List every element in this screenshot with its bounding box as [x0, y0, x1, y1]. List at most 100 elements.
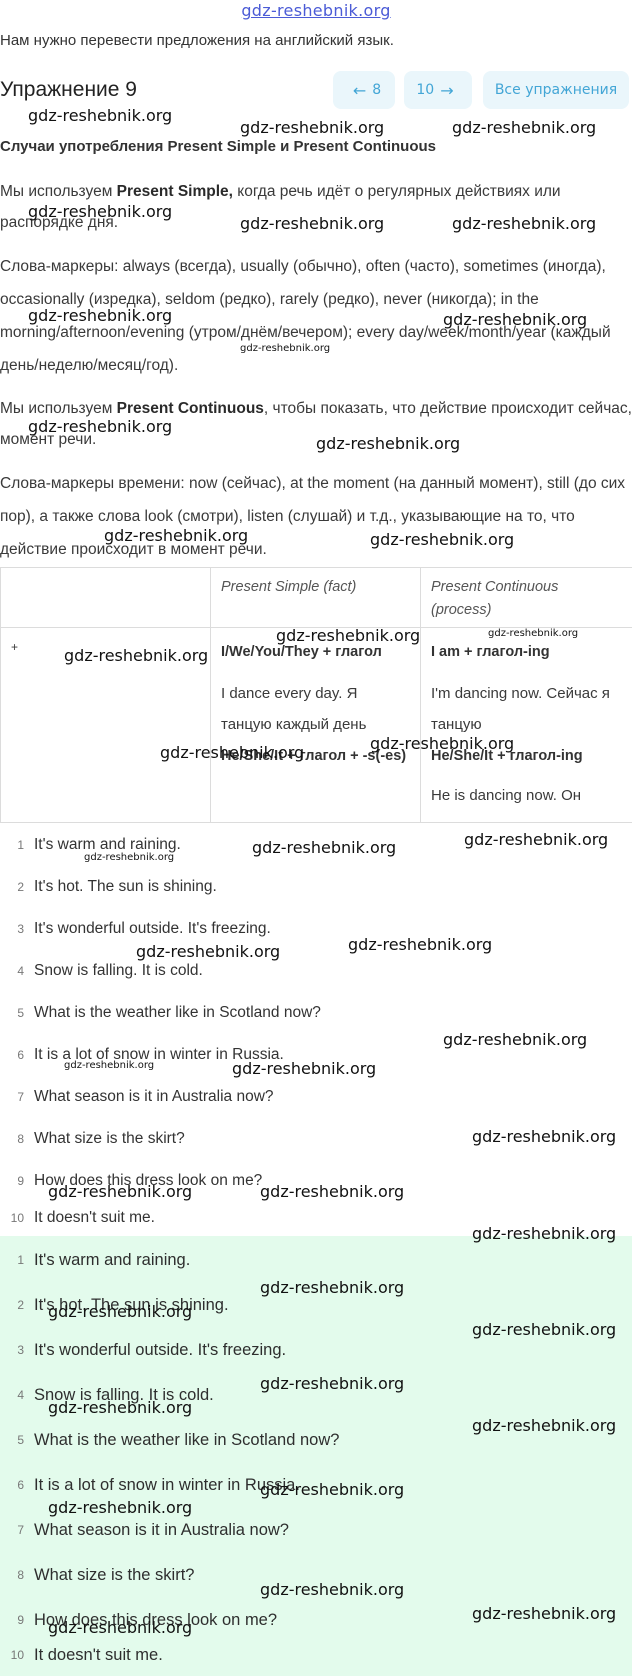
watermark: gdz-reshebnik.org — [452, 118, 597, 137]
answer-text: What season is it in Australia now? — [34, 1520, 289, 1539]
arrow-left-icon: ← — [352, 80, 367, 100]
item-number: 5 — [17, 1006, 24, 1020]
item-number: 1 — [17, 1253, 24, 1267]
sentence-text: It's hot. The sun is shining. — [34, 878, 217, 895]
answer-text: Snow is falling. It is cold. — [34, 1385, 214, 1404]
sentence-text: It's warm and raining. — [34, 836, 181, 853]
item-number: 8 — [17, 1132, 24, 1146]
list-item: 4 Snow is falling. It is cold. — [0, 950, 203, 992]
intro-text: Нам нужно перевести предложения на англи… — [0, 32, 394, 49]
answer-item: 8 What size is the skirt? — [0, 1554, 194, 1596]
table-header-simple: Present Simple (fact) — [210, 567, 421, 628]
list-item: 5 What is the weather like in Scotland no… — [0, 992, 321, 1034]
answer-box: 1 It's warm and raining. 2 It's hot. The s… — [0, 1236, 632, 1676]
all-exercises-label: Все упражнения — [494, 82, 618, 98]
p1-pre: Мы используем — [0, 183, 117, 200]
answer-item: 7 What season is it in Australia now? — [0, 1509, 289, 1551]
answer-item: 2 It's hot. The sun is shining. — [0, 1284, 229, 1326]
item-number: 3 — [17, 1343, 24, 1357]
item-number: 4 — [17, 1388, 24, 1402]
answer-item: 10 It doesn't suit me. — [0, 1634, 163, 1676]
simple-example-1: I dance every day. Я танцую каждый день — [221, 685, 367, 733]
item-number: 7 — [17, 1090, 24, 1104]
sentence-text: What is the weather like in Scotland now… — [34, 1004, 321, 1021]
row-sign: + — [11, 640, 19, 654]
cont-formula-2: He/She/It + глагол-ing — [431, 748, 583, 764]
cont-example-2: He is dancing now. Он — [431, 787, 582, 804]
table-header-row: Present Simple (fact) Present Continuous… — [0, 567, 632, 628]
grammar-table: Present Simple (fact) Present Continuous… — [0, 567, 632, 823]
answer-text: It's wonderful outside. It's freezing. — [34, 1340, 287, 1359]
sentence-text: What season is it in Australia now? — [34, 1088, 274, 1105]
paragraph-present-simple: Мы используем Present Simple, когда речь… — [0, 176, 632, 238]
next-exercise-button[interactable]: 10 → — [404, 71, 472, 109]
item-number: 6 — [17, 1478, 24, 1492]
item-number: 10 — [10, 1648, 24, 1662]
paragraph-present-continuous: Мы используем Present Continuous, чтобы … — [0, 393, 632, 455]
watermark: gdz-reshebnik.org — [443, 1030, 588, 1049]
p3-bold: Present Continuous — [116, 400, 264, 417]
p3-pre: Мы используем — [0, 400, 117, 417]
all-exercises-button[interactable]: Все упражнения — [483, 71, 629, 109]
sentence-text: How does this dress look on me? — [34, 1172, 263, 1189]
item-number: 4 — [17, 964, 24, 978]
cont-formula-1: I am + глагол-ing — [431, 644, 550, 660]
sentence-text: It's wonderful outside. It's freezing. — [34, 920, 271, 937]
watermark: gdz-reshebnik.org — [348, 935, 493, 954]
table-header-continuous: Present Continuous (process) — [420, 567, 632, 628]
list-item: 2 It's hot. The sun is shining. — [0, 866, 217, 908]
watermark: gdz-reshebnik.org — [260, 1182, 405, 1201]
item-number: 9 — [17, 1613, 24, 1627]
answer-text: What size is the skirt? — [34, 1565, 195, 1584]
header-simple-text: Present Simple (fact) — [221, 579, 357, 595]
item-number: 8 — [17, 1568, 24, 1582]
answer-text: It doesn't suit me. — [34, 1645, 163, 1664]
item-number: 10 — [10, 1211, 24, 1225]
answer-text: What is the weather like in Scotland now… — [34, 1430, 340, 1449]
answer-item: 5 What is the weather like in Scotland no… — [0, 1419, 339, 1461]
item-number: 9 — [17, 1174, 24, 1188]
table-cell-simple: I/We/You/They + глагол I dance every day… — [210, 627, 421, 823]
section-heading: Случаи употребления Present Simple и Pre… — [0, 138, 436, 155]
sentence-text: It is a lot of snow in winter in Russia. — [34, 1046, 284, 1063]
answer-text: It's hot. The sun is shining. — [34, 1295, 229, 1314]
watermark: gdz-reshebnik.org — [28, 106, 173, 125]
table-cell-sign: + — [0, 627, 211, 823]
watermark: gdz-reshebnik.org — [252, 838, 397, 857]
table-header-empty — [0, 567, 211, 628]
item-number: 2 — [17, 880, 24, 894]
prev-exercise-label: 8 — [372, 82, 382, 98]
sentence-text: Snow is falling. It is cold. — [34, 962, 203, 979]
p1-bold: Present Simple, — [116, 183, 233, 200]
answer-text: How does this dress look on me? — [34, 1610, 278, 1629]
watermark: gdz-reshebnik.org — [472, 1127, 617, 1146]
site-title-link[interactable]: gdz-reshebnik.org — [241, 1, 391, 20]
exercise-title: Упражнение 9 — [0, 78, 137, 101]
list-item: 6 It is a lot of snow in winter in Russia… — [0, 1034, 284, 1076]
list-item: 7 What season is it in Australia now? — [0, 1076, 274, 1118]
answer-item: 1 It's warm and raining. — [0, 1239, 190, 1281]
table-cell-continuous: I am + глагол-ing I'm dancing now. Сейча… — [420, 627, 632, 823]
table-row: + I/We/You/They + глагол I dance every d… — [0, 627, 632, 823]
prev-exercise-button[interactable]: ← 8 — [333, 71, 395, 109]
watermark: gdz-reshebnik.org — [240, 118, 385, 137]
watermark: gdz-reshebnik.org — [464, 830, 609, 849]
item-number: 6 — [17, 1048, 24, 1062]
next-exercise-label: 10 — [416, 82, 435, 98]
p3-post: , чтобы показать, что действие происходи… — [0, 400, 632, 448]
item-number: 5 — [17, 1433, 24, 1447]
item-number: 2 — [17, 1298, 24, 1312]
simple-formula-2: He/She/It + глагол + -s(-es) — [221, 748, 407, 764]
simple-formula-1: I/We/You/They + глагол — [221, 644, 382, 660]
p1-post: когда речь идёт о регулярных действиях и… — [0, 183, 561, 231]
answer-item: 3 It's wonderful outside. It's freezing. — [0, 1329, 286, 1371]
answer-text: It is a lot of snow in winter in Russia. — [34, 1475, 300, 1494]
header-continuous-text: Present Continuous (process) — [431, 579, 559, 618]
list-item: 9 How does this dress look on me? — [0, 1160, 262, 1202]
paragraph-continuous-markers: Слова-маркеры времени: now (сейчас), at … — [0, 475, 626, 558]
item-number: 7 — [17, 1523, 24, 1537]
answer-text: It's warm and raining. — [34, 1250, 191, 1269]
paragraph-simple-markers: Слова-маркеры: always (всегда), usually … — [0, 258, 611, 374]
